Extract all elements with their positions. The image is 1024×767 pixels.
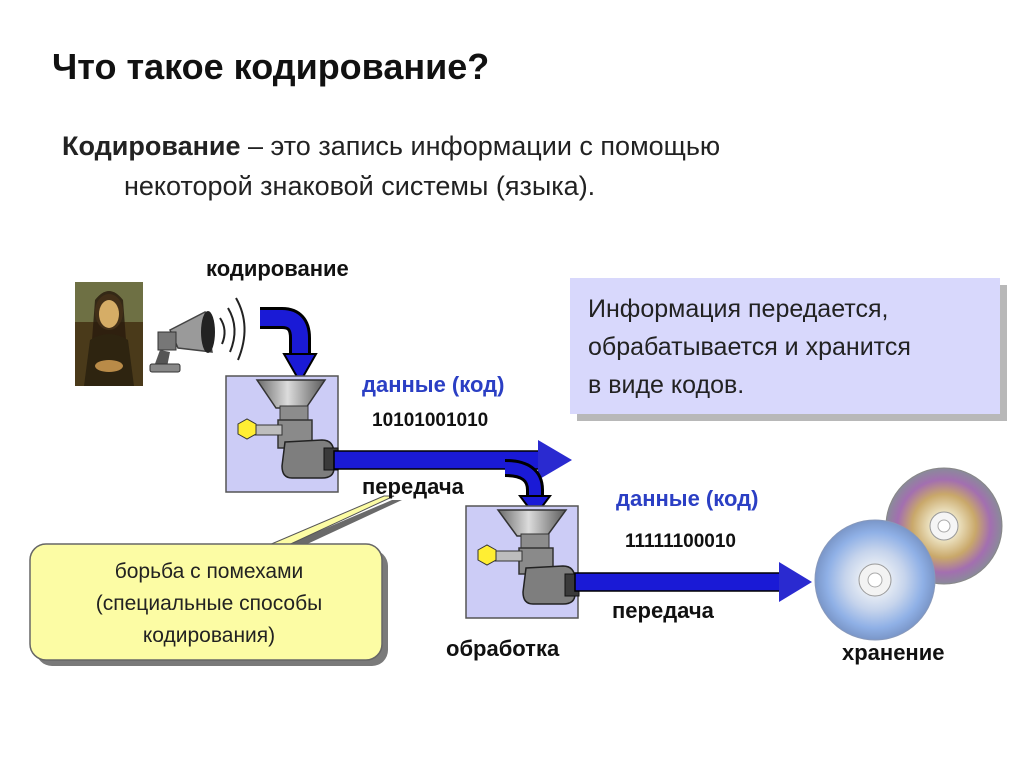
code-value-1: 10101001010: [372, 410, 489, 431]
info-line-1: Информация передается,: [588, 295, 889, 323]
callout-line-1: борьба с помехами: [114, 560, 304, 583]
callout-line-2: (специальные способы: [95, 592, 323, 615]
data-label-2: данные (код): [616, 486, 759, 511]
megaphone-icon: [149, 310, 215, 373]
callout-text: борьба с помехами (специальные способы к…: [34, 556, 384, 652]
callout-line-3: кодирования): [142, 624, 276, 647]
info-box: Информация передается, обрабатывается и …: [570, 278, 1000, 414]
definition-text: Кодирование – это запись информации с по…: [62, 126, 962, 206]
transfer-arrow-2: [574, 562, 812, 602]
definition-term: Кодирование: [62, 131, 241, 161]
encoding-label: кодирование: [206, 256, 349, 281]
encoding-arrow: [260, 307, 318, 385]
code-value-2: 11111100010: [625, 531, 736, 552]
mona-lisa-portrait-icon: [75, 282, 143, 386]
definition-line-1: – это запись информации с помощью: [240, 131, 721, 161]
info-line-2: обрабатывается и хранится: [588, 333, 911, 361]
meat-grinder-icon: [237, 379, 339, 479]
callout-bubble: [29, 495, 402, 666]
storage-label: хранение: [842, 640, 945, 665]
meat-grinder-icon: [477, 509, 580, 605]
transfer-label-2: передача: [612, 598, 714, 623]
definition-line-2: некоторой знаковой системы (языка).: [124, 171, 596, 201]
transfer-arrow-1: [333, 440, 572, 480]
transfer-label-1: передача: [362, 474, 464, 499]
optical-disc-icon: [814, 467, 1003, 641]
data-label-1: данные (код): [362, 372, 505, 397]
info-line-3: в виде кодов.: [588, 371, 745, 399]
sound-waves-icon: [219, 297, 246, 361]
slide-title: Что такое кодирование?: [52, 46, 490, 87]
processing-label: обработка: [446, 636, 560, 661]
